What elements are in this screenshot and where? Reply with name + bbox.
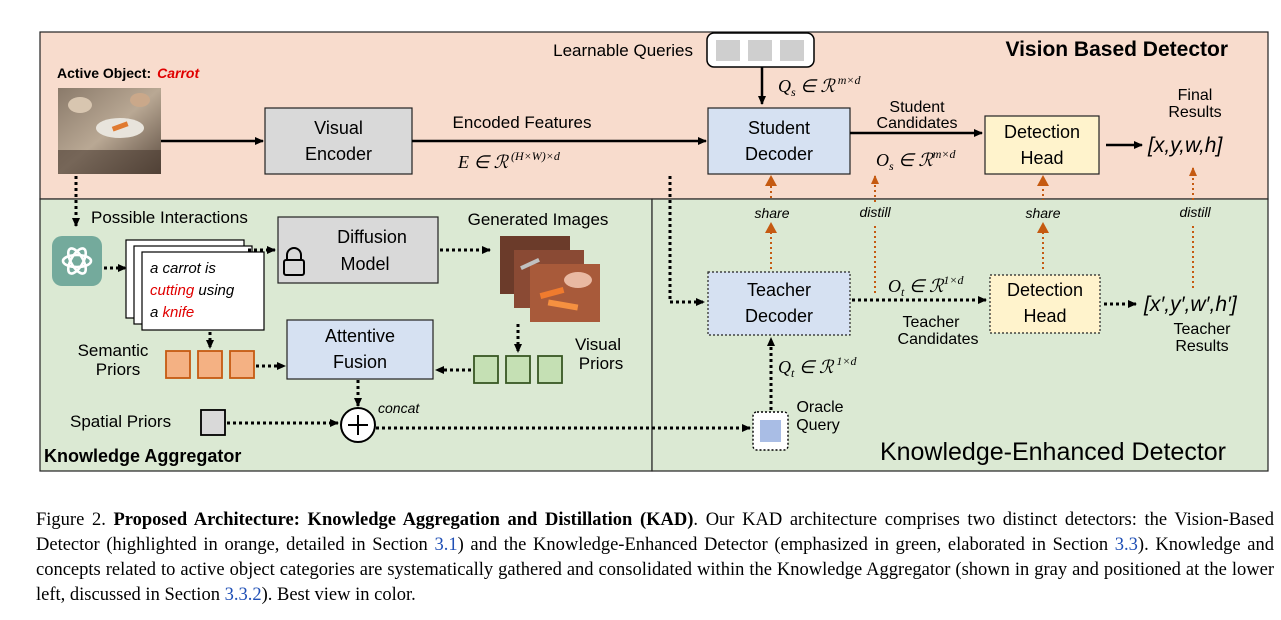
possible-interactions-label: Possible Interactions [91,208,248,227]
svg-text:Head: Head [1023,306,1066,326]
final-results-label-1: Final [1178,87,1213,104]
teacher-output: [x′,y′,w′,h′] [1143,293,1238,316]
final-results-label-2: Results [1168,104,1221,121]
active-object-label: Active Object:Carrot [57,65,200,81]
caption-ref-1[interactable]: 3.1 [434,535,458,555]
student-decoder: Student Decoder [707,107,851,175]
share-arrowheads [765,175,1049,233]
encoded-features-label: Encoded Features [453,113,592,132]
student-detection-head: Detection Head [984,115,1100,175]
caption-text-2: ) and the Knowledge-Enhanced Detector (e… [457,535,1115,555]
spatial-priors-box [200,409,226,436]
vision-detector-title: Vision Based Detector [1005,38,1228,61]
image-to-teacher-arrow [668,176,705,306]
share-distill-links [770,167,1197,296]
visual-priors-label-2: Priors [579,354,623,373]
share-label-2: share [1025,205,1060,221]
caption-text-4: ). Best view in color. [261,585,416,605]
svg-text:Decoder: Decoder [745,306,813,326]
teacher-decoder: Teacher Decoder [707,271,851,336]
oracle-query-label-1: Oracle [796,399,843,416]
final-output: [x,y,w,h] [1147,134,1223,157]
svg-text:Visual: Visual [314,118,363,138]
semantic-priors-label-1: Semantic [78,341,149,360]
caption-text-3: ). Knowledge and concepts related to act… [36,535,1274,605]
teacher-results-label-1: Teacher [1174,321,1232,338]
svg-text:a knife: a knife [150,304,194,321]
teacher-detection-head: Detection Head [989,274,1101,334]
input-image [58,88,161,174]
svg-text:Student: Student [748,118,810,138]
caption-prefix: Figure 2. [36,510,114,530]
knowledge-aggregator-title: Knowledge Aggregator [44,446,241,466]
concat-node [340,407,376,443]
caption-ref-3[interactable]: 3.3.2 [224,585,262,605]
distill-label-2: distill [1179,204,1211,220]
svg-text:Detection: Detection [1007,280,1083,300]
attentive-fusion: Attentive Fusion [286,319,434,380]
distill-label-1: distill [859,204,891,220]
teacher-candidates-label-2: Candidates [898,331,979,348]
generated-images-label: Generated Images [468,210,609,229]
generated-images [500,236,600,322]
svg-text:Attentive: Attentive [325,326,395,346]
svg-text:Teacher: Teacher [747,280,811,300]
share-label-1: share [754,205,789,221]
interaction-cards: a carrot is cutting using a knife [125,239,265,331]
svg-text:Fusion: Fusion [333,352,387,372]
learnable-queries: Learnable Queries [553,32,815,68]
student-candidates-label-2: Candidates [877,115,958,132]
teacher-results-label-2: Results [1175,338,1228,355]
caption-text-1: . Our KAD architecture comprises two dis… [36,510,1274,555]
svg-text:Decoder: Decoder [745,144,813,164]
svg-text:Diffusion: Diffusion [337,227,407,247]
semantic-priors-label-2: Priors [96,360,140,379]
architecture-diagram: Vision Based Detector Knowledge Aggregat… [39,31,1269,472]
visual-encoder: Visual Encoder [264,107,413,175]
chatgpt-icon [52,236,102,286]
visual-priors-label-1: Visual [575,335,621,354]
svg-text:Head: Head [1020,148,1063,168]
oracle-query-label-2: Query [796,417,840,434]
svg-text:Encoder: Encoder [305,144,372,164]
student-candidates-label-1: Student [889,99,945,116]
oracle-query [752,411,789,451]
learnable-queries-label: Learnable Queries [553,41,693,60]
visual-priors-boxes [473,355,563,384]
lock-icon [283,247,305,276]
knowledge-detector-title: Knowledge-Enhanced Detector [880,438,1226,466]
caption-bold: Proposed Architecture: Knowledge Aggrega… [113,510,694,530]
svg-text:a carrot is: a carrot is [150,260,216,277]
svg-text:cutting using: cutting using [150,282,235,299]
svg-text:Model: Model [340,254,389,274]
spatial-priors-label: Spatial Priors [70,412,171,431]
figure-caption: Figure 2. Proposed Architecture: Knowled… [36,508,1274,608]
caption-ref-2[interactable]: 3.3 [1114,535,1138,555]
semantic-priors-boxes [165,350,255,379]
svg-text:Detection: Detection [1004,122,1080,142]
concat-label: concat [378,400,420,416]
teacher-candidates-label-1: Teacher [903,314,961,331]
